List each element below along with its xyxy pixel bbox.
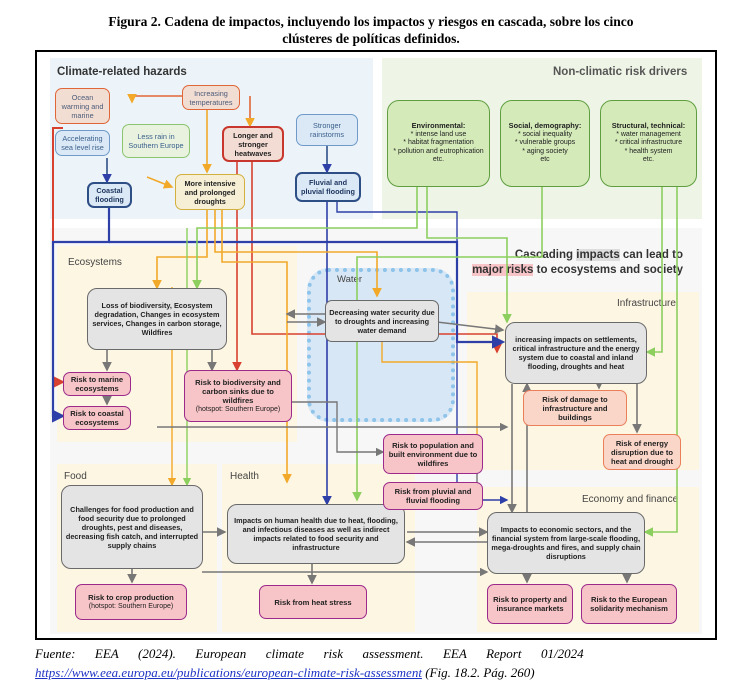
risk-biodiversity-carbon: Risk to biodiversity and carbon sinks du… [184,370,292,422]
economy-label: Economy and finance [582,494,679,505]
drivers-title: Non-climatic risk drivers [553,66,688,78]
arrow-ocean-marine [52,127,65,388]
arrow-water-pop [381,342,482,454]
droughts-hazard: More intensive and prolonged droughts [175,174,245,210]
food-challenges-node: Challenges for food production and food … [61,485,203,569]
cascade-title: Cascading impacts can lead to major risk… [472,249,683,276]
rainstorms-hazard: Stronger rainstorms [296,114,358,146]
risk-property-insurance: Risk to property and insurance markets [487,584,573,624]
arrow-env-biodiv [192,187,418,290]
figure-caption-line2: clústeres de políticas definidos. [282,31,460,46]
increasing-temperatures-hazard: Increasing temperatures [182,85,240,110]
hazards-title: Climate-related hazards [57,66,187,78]
water-label: Water [337,274,362,285]
heatwaves-hazard: Longer and stronger heatwaves [222,126,284,162]
arrow-struct-infra [645,187,663,357]
risk-infrastructure-damage: Risk of damage to infrastructure and bui… [523,390,627,426]
arrow-drought-health [221,210,292,484]
arrow-struct-econ [643,187,678,537]
food-label: Food [64,471,87,482]
water-security-node: Decreasing water security due to drought… [325,300,439,342]
risk-coastal-ecosystems: Risk to coastal ecosystems [63,406,131,430]
risk-pluvial-flooding: Risk from pluvial and fluvial flooding [383,482,483,510]
health-label: Health [230,471,259,482]
structural-driver: Structural, technical: * water managemen… [600,100,697,187]
risk-marine-ecosystems: Risk to marine ecosystems [63,372,131,396]
health-impacts-node: Impacts on human health due to heat, flo… [227,504,405,564]
economic-impacts-node: Impacts to economic sectors, and the fin… [487,512,645,574]
risk-energy-disruption: Risk of energy disruption due to heat an… [603,434,681,470]
infrastructure-label: Infrastructure [617,298,676,309]
figure-caption-line1: Figura 2. Cadena de impactos, incluyendo… [108,14,634,29]
diagram-frame: Climate-related hazards Non-climatic ris… [35,50,717,640]
ecosystems-label: Ecosystems [68,257,122,268]
arrow-social-health [352,187,543,502]
source-line1: Fuente: EEA (2024). European climate ris… [35,646,584,661]
risk-solidarity-mechanism: Risk to the European solidarity mechanis… [581,584,677,624]
biodiversity-node: Loss of biodiversity, Ecosystem degradat… [87,288,227,350]
sea-level-hazard: Accelerating sea level rise [55,130,110,156]
arrow-coastal-ecos [51,208,111,423]
arrow-water-infra [436,321,505,334]
arrow-drought-biodiv [152,210,208,290]
arrow-temp-ocean [127,94,182,104]
social-driver: Social, demography: * social inequality … [500,100,590,187]
arrow-rain-drought [146,176,174,189]
arrow-drought-water [214,210,382,298]
risk-population-wildfires: Risk to population and built environment… [383,434,483,474]
ocean-warming-hazard: Ocean warming and marine [55,88,110,124]
environmental-driver: Environmental: * intense land use * habi… [387,100,490,187]
source-url-link[interactable]: https://www.eea.europa.eu/publications/e… [35,665,422,680]
infrastructure-impacts-node: increasing impacts on settlements, criti… [505,322,647,384]
fluvial-flooding-hazard: Fluvial and pluvial flooding [295,172,361,202]
coastal-flooding-hazard: Coastal flooding [87,182,132,208]
source-line2: https://www.eea.europa.eu/publications/e… [35,665,535,680]
risk-heat-stress: Risk from heat stress [259,585,367,619]
arrow-env-infra [426,187,512,324]
risk-crop-production: Risk to crop production (hotspot: Southe… [75,584,187,620]
less-rain-hazard: Less rain in Southern Europe [122,124,190,158]
